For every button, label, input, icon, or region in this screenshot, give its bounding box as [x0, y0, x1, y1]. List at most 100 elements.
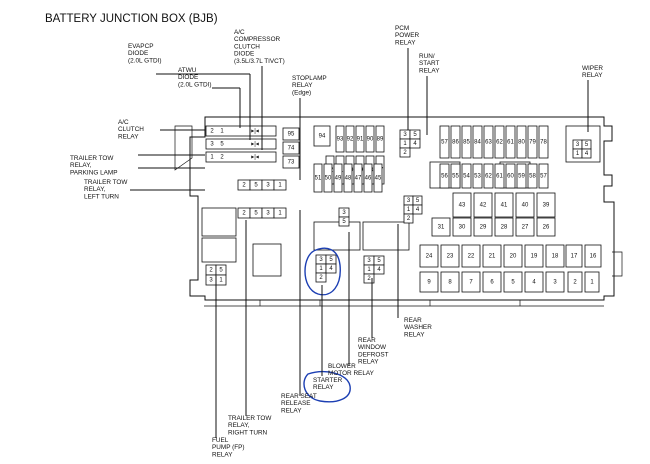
fuse-slot: 43 — [452, 192, 472, 218]
relay-pin: 5 — [373, 255, 385, 266]
fuse-number: 4 — [413, 141, 417, 147]
fuse-number: 5 — [254, 211, 258, 217]
label-line: COMPRESSOR — [234, 36, 281, 43]
fuse-number: 59 — [518, 174, 525, 180]
fuse-number: 2 — [242, 211, 246, 217]
fuse-slot: 27 — [515, 217, 535, 237]
fuse-slot: 1 — [584, 271, 600, 293]
fuse-slot: 49 — [333, 163, 343, 193]
fuse-number: 95 — [288, 132, 295, 138]
fuse-number: 19 — [531, 254, 538, 260]
fuse-slot: 91 — [355, 125, 365, 153]
fuse-number: 94 — [319, 134, 326, 140]
fuse-number: 57 — [540, 174, 547, 180]
fuse-slot: 3 — [545, 271, 565, 293]
fuse-number: 1 — [576, 151, 580, 157]
relay-pin: 5 — [412, 195, 423, 206]
fuse-number: 23 — [447, 254, 454, 260]
fuse-number: 3 — [403, 132, 407, 138]
relay-pin: 5 — [409, 129, 421, 140]
fuse-slot: 51 — [313, 163, 323, 193]
fuse-number: 54 — [463, 174, 470, 180]
label-line: TRAILER TOW — [84, 179, 128, 186]
fuse-slot: 95 — [282, 127, 300, 141]
label-line: RUN/ — [419, 53, 435, 60]
fuse-slot: 59 — [516, 163, 527, 189]
fuse-slot: 86 — [450, 125, 461, 159]
fuse-number: 40 — [522, 203, 529, 209]
relay-pin: 2 — [403, 213, 414, 224]
fuse-number: 28 — [501, 225, 508, 231]
fuse-number: 73 — [288, 160, 295, 166]
fuse-number: 24 — [426, 254, 433, 260]
fuse-number: 45 — [375, 176, 382, 182]
label-line: RELAY — [395, 39, 416, 46]
fuse-slot: 55 — [450, 163, 461, 189]
label-line: RELAY — [419, 67, 440, 74]
relay-pin: 4 — [581, 148, 592, 159]
relay-pin: 2 — [237, 207, 251, 219]
fuse-number: 17 — [571, 254, 578, 260]
fuse-number: 3 — [266, 211, 270, 217]
fuse-number: 51 — [315, 176, 322, 182]
fuse-number: 30 — [459, 225, 466, 231]
fuse-number: 2 — [407, 216, 411, 222]
label-line: RELAY, — [228, 422, 250, 429]
fuse-number: 2 — [367, 276, 371, 282]
fuse-slot: 23 — [440, 244, 460, 268]
fuse-number: 41 — [501, 203, 508, 209]
fuse-slot: 93 — [335, 125, 345, 153]
fuse-number: 31 — [438, 225, 445, 231]
label-line: CLUTCH — [118, 126, 144, 133]
label-line: RELAY — [118, 133, 139, 140]
relay-block — [252, 243, 282, 277]
relay-pin: 1 — [399, 138, 411, 149]
relay-pin: 2 — [399, 147, 411, 158]
label-line: PUMP (FP) — [212, 444, 245, 451]
diode-icon: ▸|◂ — [251, 155, 259, 161]
label-line: RELAY — [582, 72, 603, 79]
relay-pin: 2 — [205, 264, 217, 276]
label-line: (2.0L GTDI) — [178, 81, 212, 88]
fuse-number: 79 — [529, 140, 536, 146]
leader-lines — [130, 48, 589, 438]
fuse-number: 5 — [377, 258, 381, 264]
fuse-number: 47 — [355, 176, 362, 182]
fuse-slot: 57 — [439, 125, 450, 159]
fuse-number: 2 — [403, 150, 407, 156]
relay-pin: 3 — [399, 129, 411, 140]
label-line: START — [419, 60, 439, 67]
relay-block — [201, 237, 237, 263]
relay-pin: 4 — [325, 263, 337, 274]
fuse-grid: 9392919089727170696867515049484746455786… — [313, 125, 602, 293]
label-line: LEFT TURN — [84, 193, 119, 200]
fuse-number: 4 — [329, 266, 333, 272]
fuse-number: 22 — [468, 254, 475, 260]
fuse-slot: 47 — [353, 163, 363, 193]
relay-pin: 5 — [325, 254, 337, 265]
starter-relay-highlight — [304, 247, 341, 296]
fuse-slot: 61 — [505, 125, 516, 159]
diagram-title: BATTERY JUNCTION BOX (BJB) — [45, 13, 218, 25]
label-line: A/C — [234, 29, 245, 36]
fuse-slot: 60 — [505, 163, 516, 189]
fuse-number: 26 — [543, 225, 550, 231]
fuse-number: 89 — [377, 137, 384, 143]
fuse-number: 4 — [532, 280, 536, 286]
fuse-slot: 41 — [494, 192, 514, 218]
diode-icon: ▸|◂ — [251, 142, 259, 148]
relay-pin: 3 — [572, 139, 583, 150]
svg-text:5: 5 — [220, 142, 224, 148]
fuse-number: 2 — [209, 268, 213, 274]
